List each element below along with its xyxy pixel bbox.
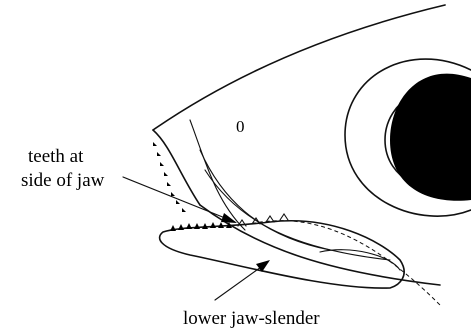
lower-jaw-label: lower jaw-slender	[183, 308, 320, 329]
maxilla-lines	[190, 120, 390, 260]
eye	[345, 59, 471, 216]
nostril-mark: 0	[236, 117, 245, 136]
teeth-label-line1: teeth at	[28, 146, 84, 167]
teeth-label-line2: side of jaw	[21, 170, 105, 191]
lower-jaw	[160, 221, 440, 305]
